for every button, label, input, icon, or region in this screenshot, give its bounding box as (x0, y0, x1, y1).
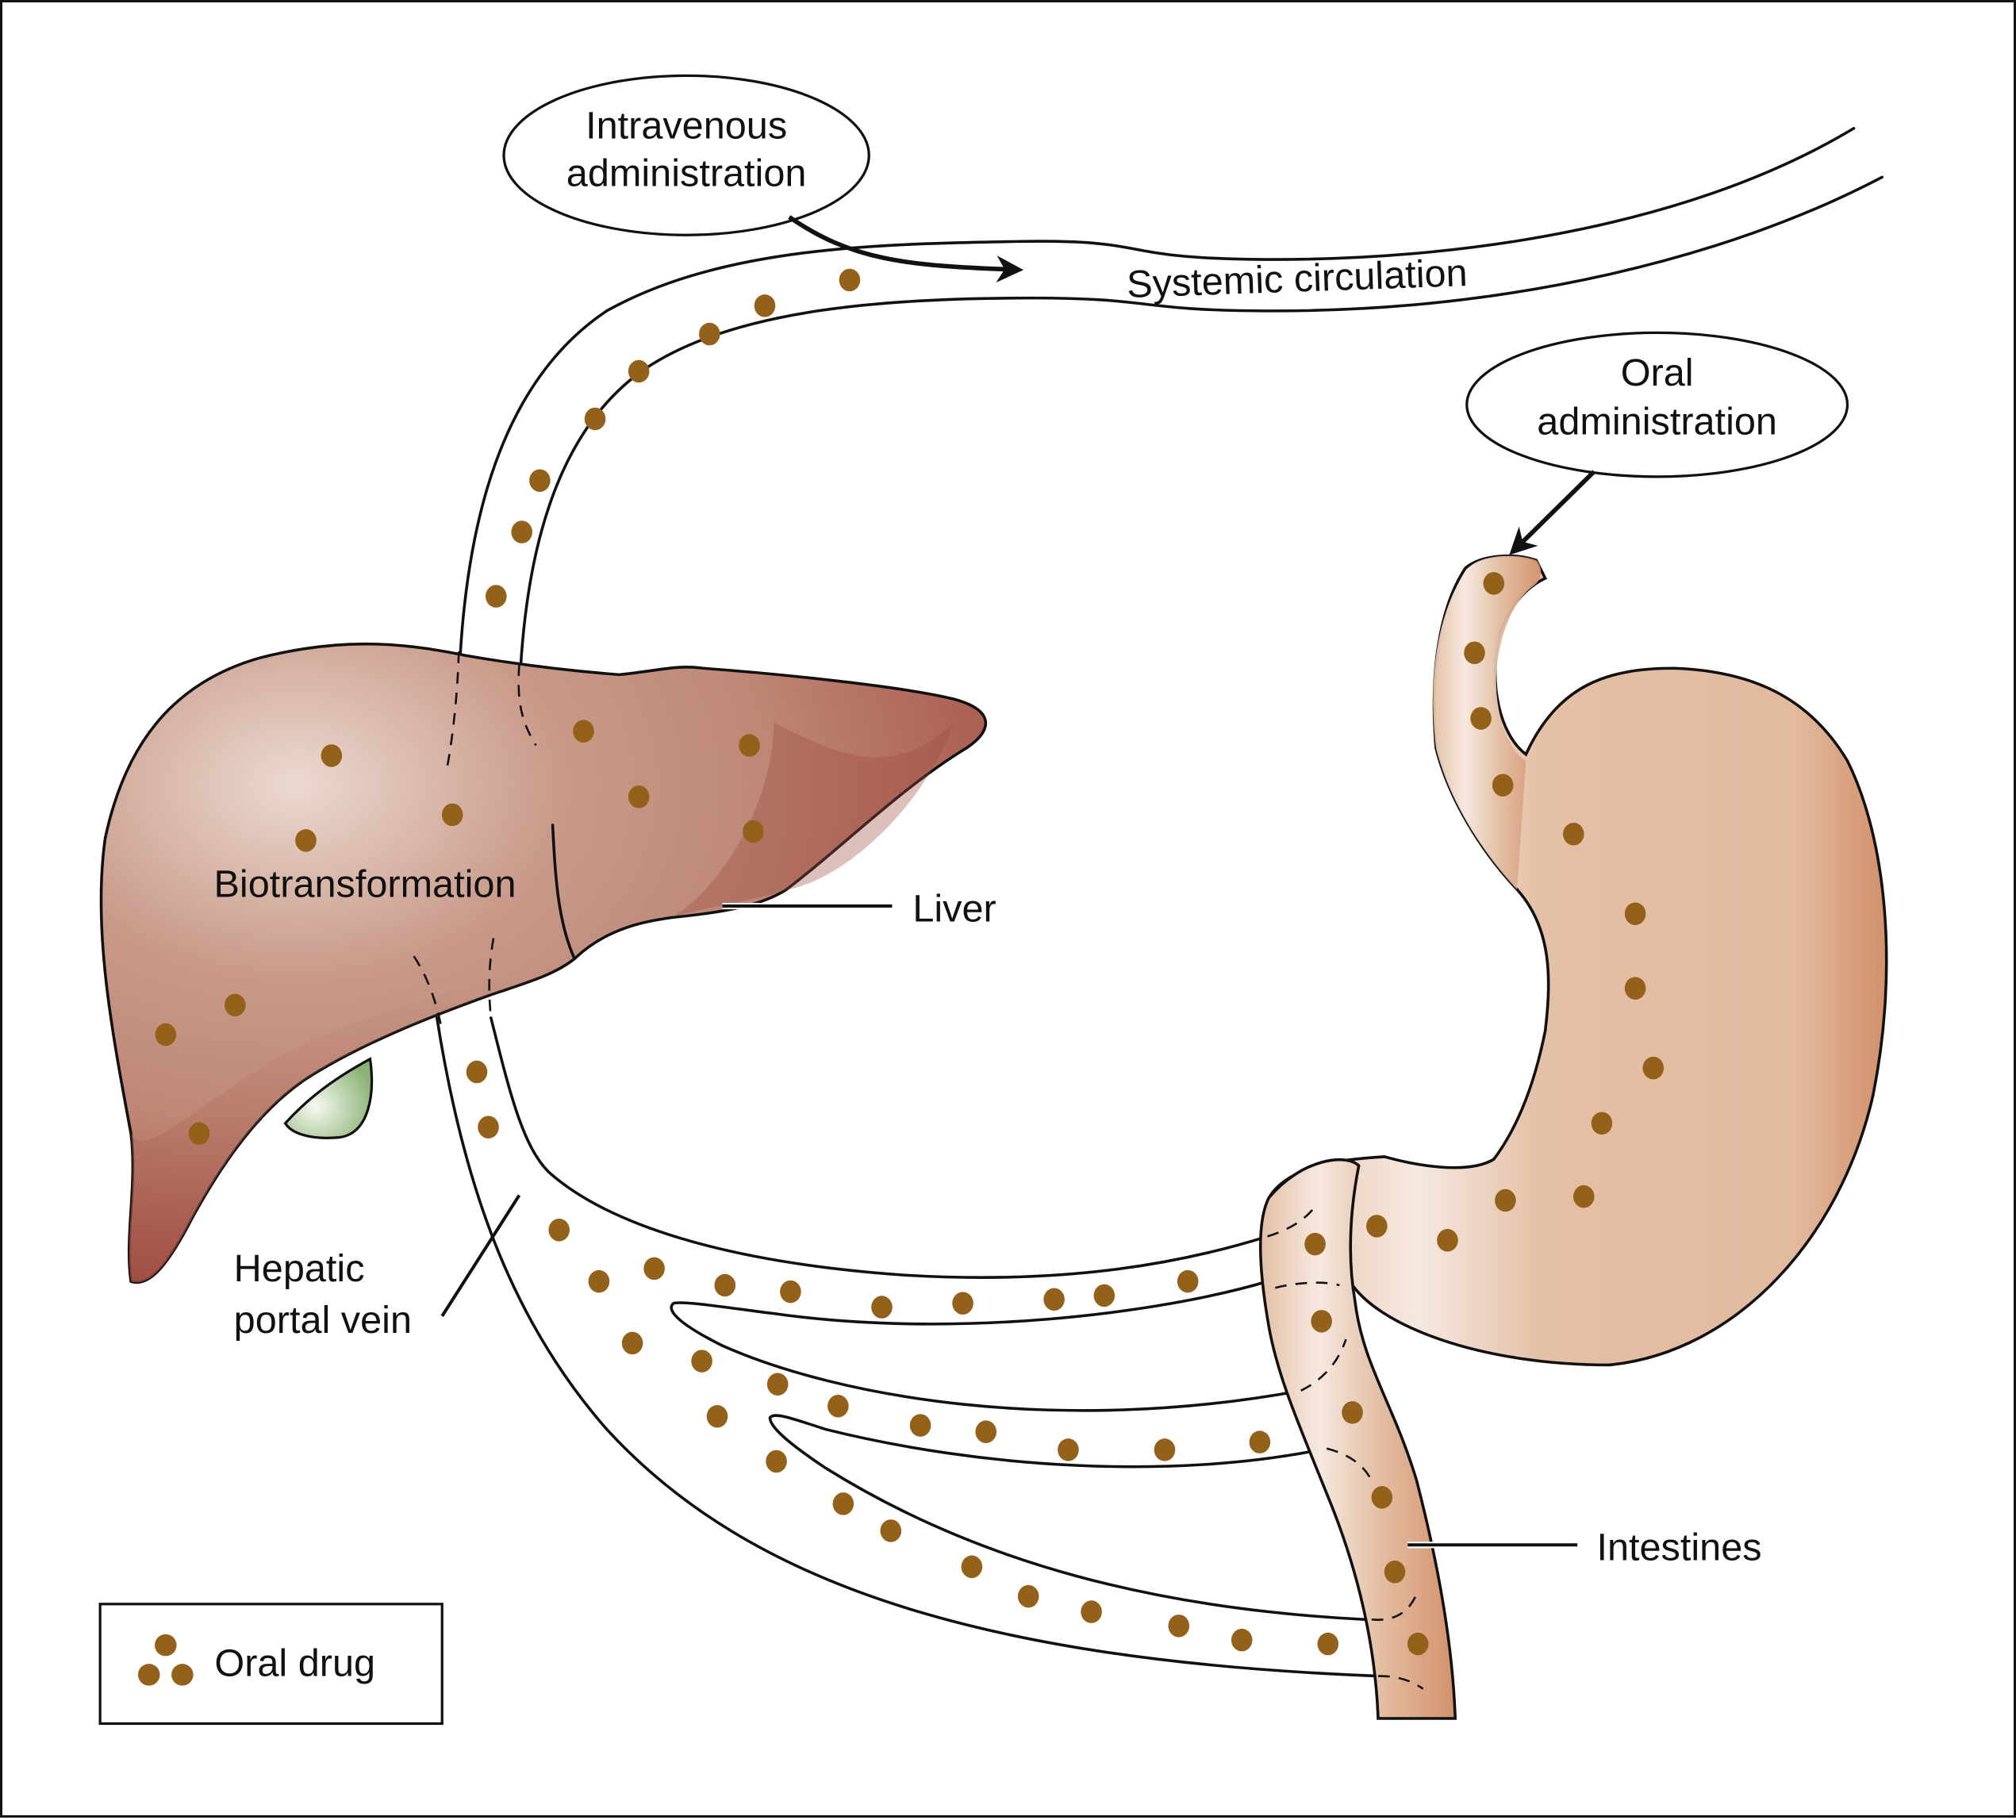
oral-label-line1: Oral (1621, 351, 1694, 394)
drug-particle (628, 785, 650, 808)
systemic-circulation-label: Systemic circulation (1126, 251, 1468, 306)
drug-particle (1249, 1430, 1271, 1453)
intravenous-arrow (788, 215, 1024, 283)
drug-particle (975, 1420, 996, 1443)
drug-particle (485, 585, 507, 608)
drug-particle (839, 268, 861, 292)
drug-particle (1572, 1185, 1595, 1208)
hepatic-label-line1: Hepatic (234, 1247, 365, 1290)
drug-particle (1483, 572, 1505, 595)
drug-particle (766, 1449, 787, 1473)
drug-particle (780, 1280, 801, 1304)
drug-particle (584, 407, 606, 431)
drug-particle (573, 720, 594, 743)
drug-particle (548, 1219, 570, 1242)
drug-particle (1311, 1310, 1332, 1333)
drug-particle (478, 1115, 499, 1138)
drug-particle (754, 294, 776, 317)
intestines-callout: Intestines (1407, 1526, 1762, 1569)
drug-particle (1093, 1284, 1116, 1307)
drug-particle (952, 1292, 973, 1315)
legend: Oral drug (98, 1603, 444, 1726)
drug-particle (691, 1350, 712, 1373)
drug-particle (1168, 1615, 1190, 1638)
intravenous-label-line2: administration (566, 152, 807, 195)
drug-particle (880, 1519, 902, 1542)
drug-particle (225, 993, 246, 1017)
drug-particle (1464, 641, 1485, 665)
oral-label-line2: administration (1537, 400, 1777, 443)
drug-particle (621, 1331, 643, 1355)
drug-particle (529, 469, 551, 492)
intravenous-callout: Intravenous administration (502, 74, 1024, 283)
drug-particle (1642, 1056, 1665, 1080)
drug-particle (511, 520, 532, 543)
drug-particle (1384, 1561, 1406, 1584)
drug-particle (1371, 1486, 1393, 1509)
intravenous-label-line1: Intravenous (586, 105, 787, 148)
drug-particle (766, 1373, 789, 1396)
drug-particle (1043, 1288, 1065, 1311)
intestines-label: Intestines (1596, 1526, 1761, 1569)
legend-label: Oral drug (214, 1642, 375, 1685)
drug-particle (1081, 1600, 1102, 1623)
drug-particle (832, 1492, 854, 1515)
drug-particle (1495, 1188, 1516, 1212)
drug-particle (1624, 977, 1646, 1000)
intestines (1259, 1158, 1457, 1720)
drug-particle (1492, 774, 1514, 797)
drug-particle (1437, 1229, 1458, 1252)
oral-callout: Oral administration (1465, 331, 1849, 555)
drug-particle (699, 322, 720, 346)
drug-particle (441, 803, 463, 827)
drug-particle (1366, 1215, 1388, 1238)
hepatic-label-line2: portal vein (234, 1299, 412, 1342)
drug-particle (1154, 1438, 1176, 1461)
drug-particle (588, 1269, 610, 1293)
drug-particle (1177, 1269, 1199, 1293)
oral-drug-particles (155, 268, 1665, 1656)
drug-particle (714, 1273, 736, 1297)
drug-particle (961, 1555, 983, 1579)
systemic-circulation-vessel (456, 126, 1884, 775)
drug-particle (628, 359, 650, 383)
drug-particle (1231, 1628, 1253, 1652)
liver (99, 642, 988, 1284)
drug-particle (1563, 823, 1584, 846)
drug-particle (321, 744, 343, 767)
drug-particle (1470, 707, 1492, 730)
biotransformation-label: Biotransformation (213, 863, 516, 906)
drug-particle (1591, 1112, 1613, 1135)
oral-arrow (1509, 470, 1596, 555)
drug-particle (155, 1023, 177, 1046)
drug-particle (828, 1395, 849, 1418)
liver-callout: Liver (722, 887, 996, 930)
drug-particle (643, 1257, 665, 1281)
liver-label: Liver (912, 887, 996, 930)
drug-particle (1317, 1632, 1339, 1656)
vessel-dashes-in-liver (413, 651, 537, 1031)
gallbladder (283, 1057, 374, 1139)
stomach (1259, 554, 1888, 1367)
drug-particle (188, 1122, 210, 1146)
drug-particle (743, 820, 764, 843)
drug-particle (1304, 1232, 1326, 1256)
hepatic-portal-vein (435, 1016, 1380, 1678)
hepatic-portal-vein-callout: Hepatic portal vein (234, 1194, 521, 1342)
drug-particle (739, 734, 760, 757)
drug-particle (295, 829, 317, 852)
drug-particle (706, 1404, 728, 1428)
drug-particle (1017, 1584, 1039, 1608)
three-dot-cluster-icon (137, 1634, 194, 1686)
drug-particle (1058, 1438, 1079, 1461)
drug-particle (1342, 1401, 1363, 1424)
drug-particle (1624, 902, 1646, 925)
drug-particle (871, 1296, 893, 1319)
drug-particle (909, 1414, 931, 1437)
drug-particle (1407, 1632, 1429, 1656)
drug-particle (466, 1060, 488, 1084)
